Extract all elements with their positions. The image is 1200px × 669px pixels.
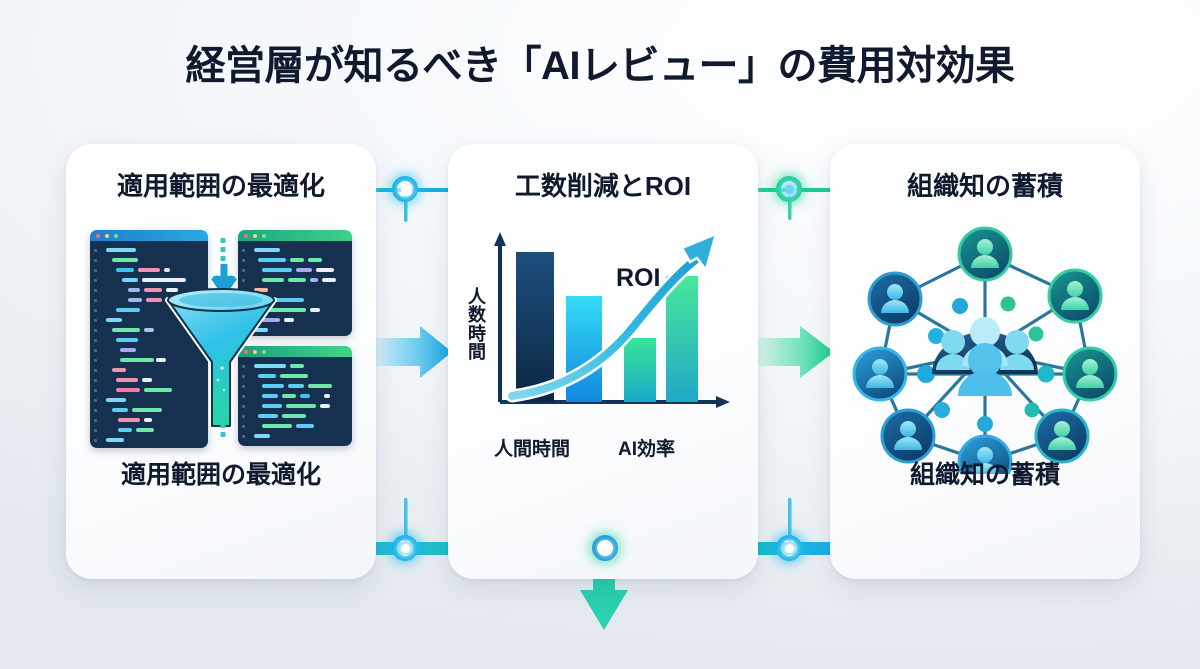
card-organizational-knowledge[interactable]: 組織知の蓄積 xyxy=(830,144,1140,579)
chart-plot xyxy=(494,231,730,408)
bar-3 xyxy=(666,276,698,402)
node-5[interactable] xyxy=(776,535,802,561)
card-title: 組織知の蓄積 xyxy=(906,171,1063,201)
node-1[interactable] xyxy=(392,176,418,202)
card-scope-optimization[interactable]: 適用範囲の最適化 xyxy=(66,144,376,579)
bar-1 xyxy=(566,296,602,402)
card-caption: 適用範囲の最適化 xyxy=(120,461,321,489)
chart-annotation-roi: ROI xyxy=(616,264,661,292)
page-title: 経営層が知るべき「AIレビュー」の費用対効果 xyxy=(185,44,1016,88)
chart-xtick-1: AI効率 xyxy=(618,439,676,460)
network-node xyxy=(1047,268,1103,324)
card-effort-reduction-roi[interactable]: 工数削減とROI 人数時間 xyxy=(448,144,758,579)
relay-dots xyxy=(917,296,1055,432)
network-node xyxy=(852,346,908,402)
network-node xyxy=(867,271,923,327)
flow-dots-top xyxy=(220,238,226,261)
card-title: 工数削減とROI xyxy=(514,171,692,201)
node-2[interactable] xyxy=(776,176,802,202)
network-node xyxy=(1062,346,1118,402)
chart-xtick-0: 人間時間 xyxy=(494,439,571,460)
chart-ylabel: 人数時間 xyxy=(468,287,486,363)
node-4[interactable] xyxy=(592,535,618,561)
network-node xyxy=(957,434,1013,474)
network-node xyxy=(957,226,1013,282)
node-3[interactable] xyxy=(392,535,418,561)
card-title: 適用範囲の最適化 xyxy=(116,171,325,201)
network-hub xyxy=(932,317,1038,396)
network-node xyxy=(880,408,936,464)
card-caption: 組織知の蓄積 xyxy=(909,461,1060,489)
bar-chart-roi-icon: 人数時間 xyxy=(466,226,740,466)
bar-0 xyxy=(516,252,554,402)
code-windows-funnel-icon xyxy=(90,226,352,448)
bar-2 xyxy=(624,338,656,402)
network-node xyxy=(1034,408,1090,464)
network-people-icon xyxy=(852,226,1118,474)
flow-dots-bottom xyxy=(220,414,226,437)
funnel-icon xyxy=(165,288,277,429)
